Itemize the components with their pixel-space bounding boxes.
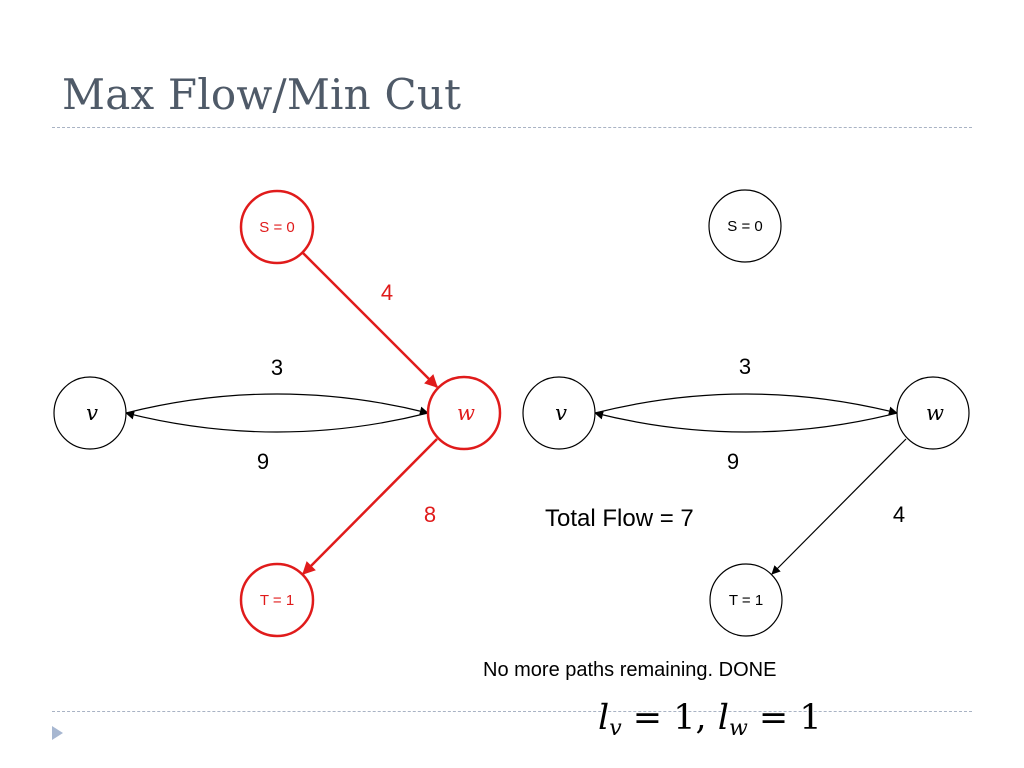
left-edge-s-w-capacity: 4 — [381, 280, 393, 305]
footer-divider — [52, 711, 972, 712]
left-edge-w-v-capacity: 9 — [257, 449, 269, 474]
right-graph: S = 0 v w T = 1 3 9 4 — [522, 189, 970, 637]
slide-title: Max Flow/Min Cut — [62, 70, 462, 119]
formula-l-v: l — [598, 698, 610, 738]
right-node-v-label: v — [555, 401, 567, 425]
right-node-w — [896, 376, 970, 450]
formula-eq-w: = 1 — [747, 698, 822, 738]
left-edge-v-to-w — [125, 393, 429, 416]
right-edge-w-to-v — [594, 410, 898, 433]
left-node-v-label: v — [86, 401, 98, 425]
left-node-t — [239, 562, 315, 638]
left-edge-w-t-capacity: 8 — [424, 502, 436, 527]
right-edge-w-v-capacity: 9 — [727, 449, 739, 474]
left-node-w-label: w — [457, 401, 475, 425]
total-flow-label: Total Flow = 7 — [545, 505, 694, 532]
triangle-bullet-icon — [52, 726, 63, 740]
left-node-v — [53, 376, 127, 450]
left-node-w — [426, 375, 502, 451]
right-node-s — [708, 189, 782, 263]
left-edge-s-to-w — [302, 252, 438, 388]
right-node-t-label: T = 1 — [729, 592, 763, 609]
right-edge-w-t-capacity: 4 — [893, 502, 905, 527]
left-edge-v-w-capacity: 3 — [271, 355, 283, 380]
right-node-s-label: S = 0 — [727, 218, 762, 235]
left-node-s — [239, 189, 315, 265]
right-node-v — [522, 376, 596, 450]
title-divider — [52, 127, 972, 128]
formula-sub-w: w — [728, 716, 748, 741]
left-graph: S = 0 v w T = 1 4 3 9 8 — [53, 189, 502, 638]
formula-sub-v: v — [609, 716, 622, 741]
formula-l-w: l — [717, 698, 729, 738]
done-message: No more paths remaining. DONE — [483, 659, 777, 681]
right-node-t — [709, 563, 783, 637]
formula-eq-v: = 1, — [621, 698, 718, 738]
right-edge-w-to-t — [771, 438, 907, 575]
label-formula: lv = 1, lw = 1 — [598, 698, 822, 741]
right-edge-v-w-capacity: 3 — [739, 354, 751, 379]
left-node-s-label: S = 0 — [259, 219, 294, 236]
left-edge-w-to-t — [302, 438, 438, 575]
left-edge-w-to-v — [125, 410, 429, 433]
right-node-w-label: w — [926, 401, 944, 425]
left-node-t-label: T = 1 — [260, 592, 294, 609]
right-edge-v-to-w — [594, 393, 898, 416]
